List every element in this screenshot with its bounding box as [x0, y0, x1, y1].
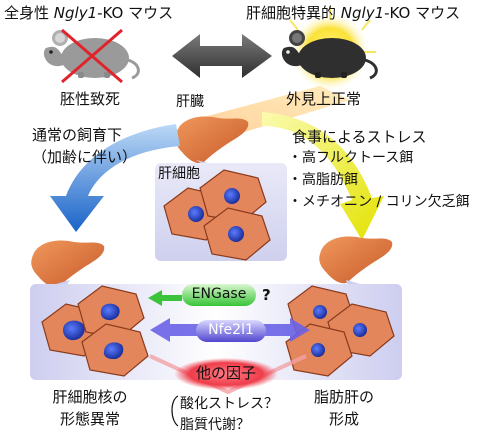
dietary-stress-item: ・高フルクトース餌: [288, 150, 413, 167]
left-path-line2: （加齢に伴い）: [32, 148, 138, 166]
engase-arrow: [148, 290, 182, 306]
right-result-liver-icon: [319, 236, 393, 284]
engase-pill: [182, 284, 256, 306]
left-path-line1: 通常の飼育下: [32, 126, 123, 144]
result-right-line1: 脂肪肝の: [313, 388, 374, 406]
outcome-left-label: 胚性致死: [60, 90, 121, 108]
result-left-line1: 肝細胞核の: [52, 388, 128, 406]
header-right-suffix: -KO マウス: [384, 4, 461, 22]
aging-pathway-arrow: [50, 124, 180, 232]
header-right-title: 肝細胞特異的 Ngly1-KO マウス: [246, 4, 460, 22]
dietary-stress-item-label: 高脂肪餌: [302, 172, 358, 188]
bullet: ・: [288, 172, 302, 188]
other-factors-burst: [149, 354, 307, 395]
dietary-stress-arrow: [262, 112, 384, 240]
hepatocyte-label: 肝細胞: [158, 166, 200, 182]
header-right-gene: Ngly1: [340, 4, 385, 22]
dietary-stress-title: 食事によるストレス: [292, 128, 427, 146]
factor-items-bracket: [171, 395, 179, 427]
result-right-line2: 形成: [328, 410, 359, 428]
header-left-gene: Ngly1: [53, 4, 98, 22]
other-factor-item: 酸化ストレス？: [180, 396, 278, 412]
nfe2l1-pill: [196, 320, 266, 342]
header-right-prefix: 肝細胞特異的: [246, 4, 341, 22]
result-left-line2: 形態異常: [59, 410, 120, 428]
abnormal-nucleus-cells: [41, 285, 149, 377]
engase-question-mark: ?: [262, 286, 271, 304]
comparison-double-arrow-icon: [172, 34, 272, 78]
left-result-liver-icon: [31, 240, 105, 288]
header-left-suffix: -KO マウス: [97, 4, 174, 22]
normal-hepatocyte-cells: [163, 169, 271, 261]
header-left-prefix: 全身性: [4, 4, 54, 22]
outcome-right-label: 外見上正常: [286, 90, 362, 108]
center-liver-icon: [175, 116, 249, 164]
nfe2l1-label: Nfe2l1: [208, 322, 254, 338]
other-factors-label: 他の因子: [195, 364, 256, 382]
liver-label: 肝臓: [176, 94, 204, 110]
header-left-title: 全身性 Ngly1-KO マウス: [4, 4, 173, 22]
liver-specific-ko-mouse-icon: [281, 30, 378, 80]
bullet: ・: [288, 194, 302, 210]
cross-mark-icon: [61, 28, 123, 84]
dietary-stress-item-label: メチオニン / コリン欠乏餌: [302, 194, 470, 210]
bullet: ・: [288, 150, 302, 166]
dietary-stress-item-label: 高フルクトース餌: [302, 150, 414, 166]
fatty-liver-cells: [285, 285, 395, 377]
other-factor-item: 脂質代謝？: [180, 417, 250, 433]
dietary-stress-item: ・メチオニン / コリン欠乏餌: [288, 194, 470, 211]
engase-label: ENGase: [191, 286, 247, 302]
dietary-stress-item: ・高脂肪餌: [288, 172, 358, 189]
